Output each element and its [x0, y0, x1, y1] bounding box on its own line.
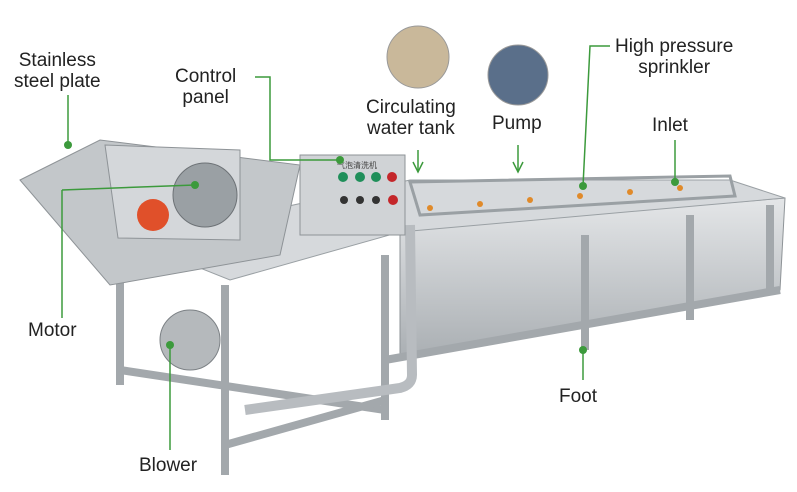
label-inlet: Inlet — [652, 115, 688, 136]
label-motor: Motor — [28, 320, 77, 341]
sprinkler-frame — [407, 174, 737, 217]
gearbox-red-cap — [137, 199, 169, 231]
arrow-icons — [412, 145, 524, 174]
water-tank-photo — [386, 25, 450, 89]
blower — [159, 309, 221, 371]
callout-dots — [64, 141, 679, 354]
control-box — [299, 154, 406, 236]
label-foot: Foot — [559, 386, 598, 407]
conveyor-deck — [128, 179, 786, 281]
motor — [172, 162, 238, 228]
water-pipe — [244, 224, 418, 415]
label-blower: Blower — [139, 455, 198, 476]
label-pump: Pump — [492, 113, 542, 134]
sprinkler-nozzles — [427, 185, 683, 211]
panel-text: 气泡清洗机 — [337, 160, 377, 170]
callout-lines — [61, 45, 676, 450]
control-buttons — [338, 172, 398, 205]
pump-photo — [487, 44, 549, 106]
